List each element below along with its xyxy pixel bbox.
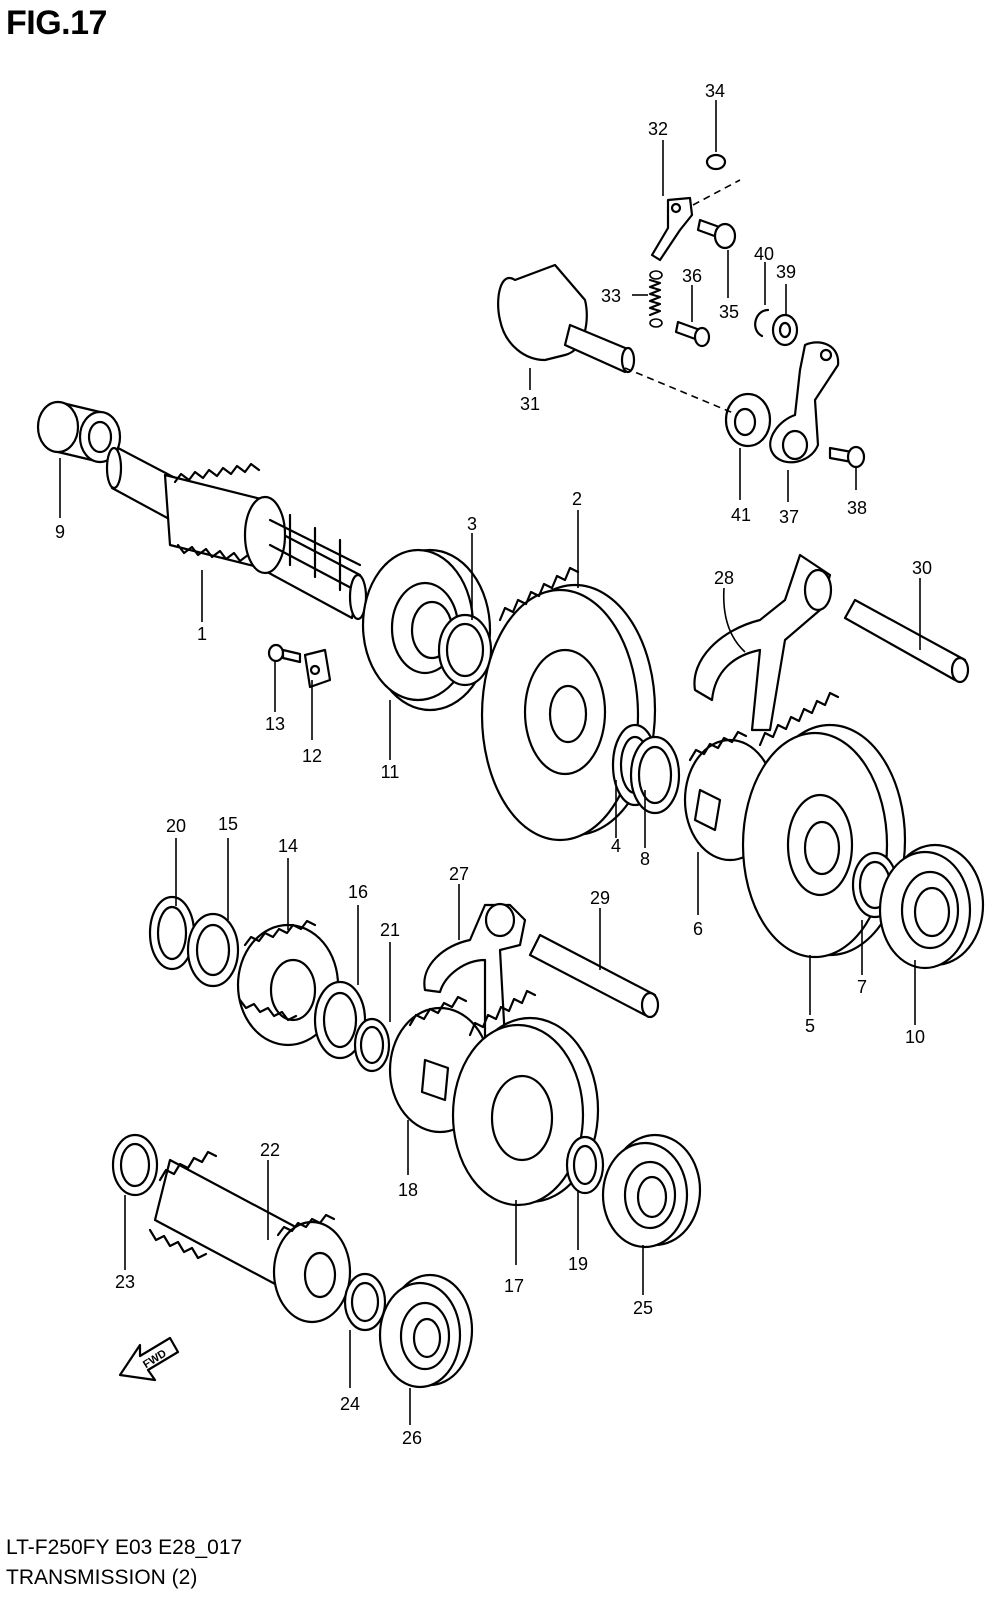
callout-14: 14 — [278, 836, 298, 856]
part-26-bearing — [378, 1273, 474, 1389]
part-29-fork-shaft — [528, 933, 660, 1019]
part-17-gear — [451, 989, 600, 1207]
part-40-circlip — [754, 308, 770, 338]
part-36-bolt — [674, 320, 711, 348]
callout-5: 5 — [805, 1016, 815, 1036]
callout-33: 33 — [601, 286, 621, 306]
part-15-bushing — [186, 912, 240, 988]
part-10-bearing — [878, 843, 985, 970]
callout-23: 23 — [115, 1272, 135, 1292]
part-27-shift-fork — [423, 902, 527, 1042]
callout-4: 4 — [611, 836, 621, 856]
callout-27: 27 — [449, 864, 469, 884]
callout-11: 11 — [381, 762, 400, 782]
part-13-bolt — [267, 643, 302, 664]
callout-20: 20 — [166, 816, 186, 836]
figure-code: LT-F250FY E03 E28_017 — [6, 1536, 243, 1559]
part-24-washer — [343, 1272, 387, 1332]
part-25-bearing — [601, 1133, 702, 1249]
callout-8: 8 — [640, 849, 650, 869]
callout-30: 30 — [912, 558, 932, 578]
part-9-bearing-sleeve — [36, 400, 122, 464]
figure-name: TRANSMISSION (2) — [6, 1566, 198, 1589]
callout-34: 34 — [705, 81, 725, 101]
part-22-driveshaft — [148, 1150, 352, 1324]
assembly-lines — [624, 179, 741, 416]
part-20-washer — [148, 895, 196, 971]
part-1-countershaft — [105, 446, 368, 621]
callout-6: 6 — [693, 919, 703, 939]
callout-40: 40 — [754, 244, 774, 264]
fwd-direction-indicator: FWD — [118, 1336, 180, 1382]
callout-25: 25 — [633, 1298, 653, 1318]
callout-3: 3 — [467, 514, 477, 534]
part-3-bushing — [437, 613, 493, 687]
callout-26: 26 — [402, 1428, 422, 1448]
part-31-gearshift-shaft — [497, 263, 636, 374]
callout-1: 1 — [197, 624, 207, 644]
callout-39: 39 — [776, 262, 796, 282]
part-34-washer — [705, 153, 727, 171]
figure-title: FIG.17 — [6, 4, 107, 42]
callout-36: 36 — [682, 266, 702, 286]
part-21-circlip — [353, 1017, 391, 1073]
part-41-oil-seal — [724, 392, 772, 448]
part-37-shift-lever — [769, 341, 840, 464]
callout-24: 24 — [340, 1394, 360, 1414]
part-19-circlip — [565, 1135, 605, 1195]
callout-7: 7 — [857, 977, 867, 997]
callout-18: 18 — [398, 1180, 418, 1200]
callout-21: 21 — [380, 920, 400, 940]
callout-10: 10 — [905, 1027, 925, 1047]
part-32-cam-stopper — [650, 196, 694, 262]
part-28-shift-fork — [693, 553, 833, 732]
part-38-bolt — [828, 445, 866, 469]
callout-16: 16 — [348, 882, 368, 902]
leader-lines — [59, 100, 921, 1425]
callout-13: 13 — [265, 714, 285, 734]
callout-32: 32 — [648, 119, 668, 139]
part-33-spring — [648, 270, 663, 328]
callout-28: 28 — [714, 568, 734, 588]
callout-15: 15 — [218, 814, 238, 834]
part-39-washer — [771, 313, 799, 347]
part-30-fork-shaft — [843, 598, 970, 684]
callout-22: 22 — [260, 1140, 280, 1160]
callout-12: 12 — [302, 746, 322, 766]
callout-37: 37 — [779, 507, 799, 527]
part-8-circlip — [629, 735, 681, 815]
callout-19: 19 — [568, 1254, 588, 1274]
callout-2: 2 — [572, 489, 582, 509]
callout-41: 41 — [731, 505, 751, 525]
part-12-lock-plate — [303, 648, 332, 689]
part-35-bolt — [696, 218, 737, 250]
callout-17: 17 — [504, 1276, 524, 1296]
callout-35: 35 — [719, 302, 739, 322]
callout-31: 31 — [520, 394, 540, 414]
callout-9: 9 — [55, 522, 65, 542]
callout-38: 38 — [847, 498, 867, 518]
callout-29: 29 — [590, 888, 610, 908]
callout-labels: 1234567891011121314151617181920212223242… — [55, 81, 932, 1448]
part-23-washer — [111, 1133, 159, 1197]
